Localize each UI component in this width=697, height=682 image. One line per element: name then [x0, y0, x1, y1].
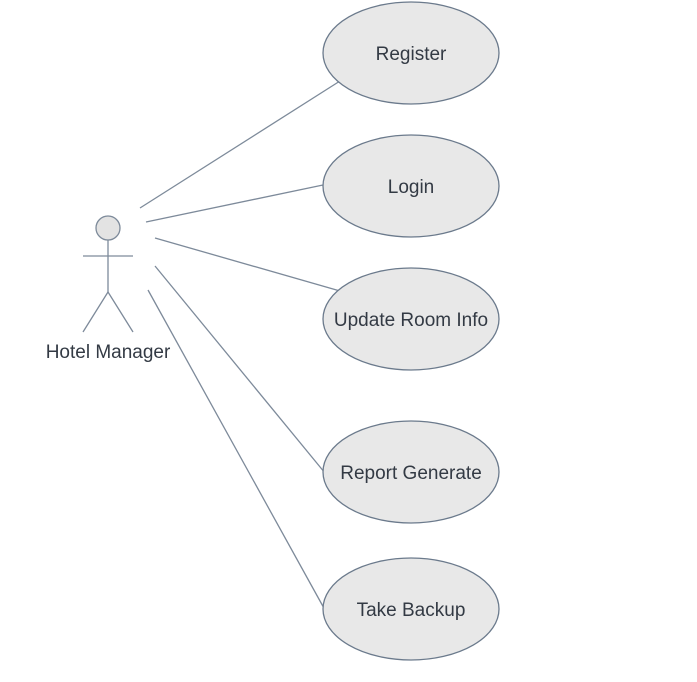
use-case-register: Register — [322, 1, 500, 105]
use-case-label: Register — [376, 44, 447, 65]
actor-right-leg — [107, 291, 134, 333]
use-case-ellipse — [322, 420, 500, 524]
actor-head — [95, 215, 121, 241]
use-case-label: Report Generate — [340, 463, 482, 484]
actor-label: Hotel Manager — [46, 342, 171, 363]
association-take-backup — [147, 289, 326, 611]
use-case-label: Update Room Info — [334, 310, 488, 331]
use-case-ellipse — [322, 1, 500, 105]
actor-left-leg — [82, 291, 109, 333]
use-case-label: Take Backup — [357, 600, 466, 621]
use-case-take-backup: Take Backup — [322, 557, 500, 661]
use-case-label: Login — [388, 177, 435, 198]
actor-hotel-manager: Hotel Manager — [46, 215, 171, 363]
association-update-room-info — [154, 237, 341, 292]
use-case-ellipse — [322, 134, 500, 238]
use-case-report-generate: Report Generate — [322, 420, 500, 524]
use-case-ellipse — [322, 557, 500, 661]
association-login — [145, 184, 324, 223]
association-report-generate — [154, 265, 326, 474]
association-register — [139, 80, 341, 209]
use-case-update-room-info: Update Room Info — [322, 267, 500, 371]
use-case-login: Login — [322, 134, 500, 238]
use-case-ellipse — [322, 267, 500, 371]
